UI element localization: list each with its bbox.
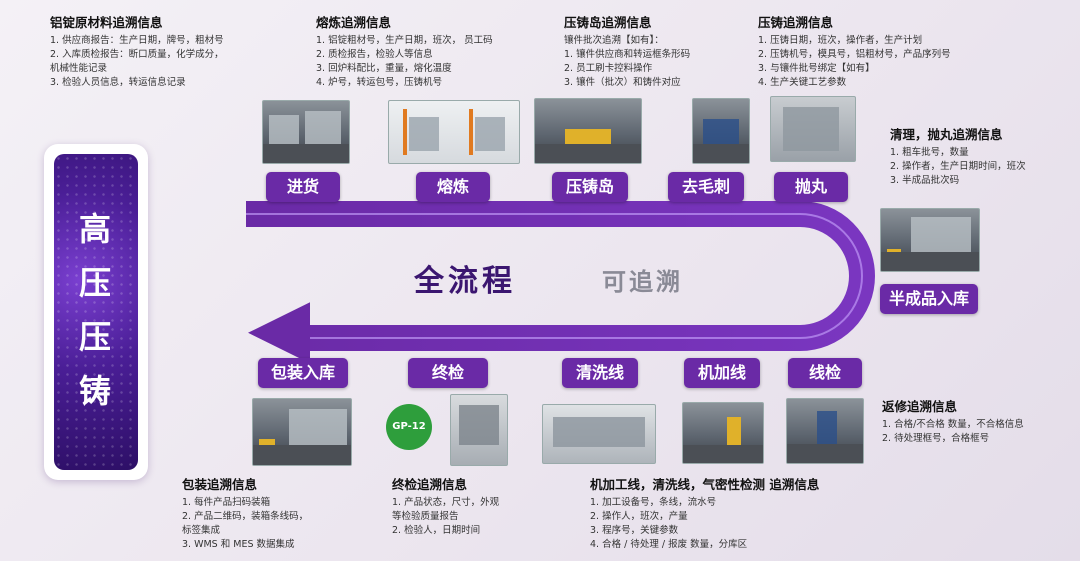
info-item: 镶件批次追溯【如有】：	[564, 35, 664, 46]
photo-incoming	[262, 100, 350, 164]
info-raw-material: 铝锭原材料追溯信息 1. 供应商报告：生产日期，牌号，粗材号 2. 入库质检报告…	[50, 12, 250, 90]
info-title: 清理，抛丸追溯信息	[890, 127, 1003, 142]
info-item: 2. 员工刷卡控料操作	[564, 63, 653, 74]
info-melting: 熔炼追溯信息 1. 铝锭粗材号，生产日期，班次， 员工码 2. 质检报告，检验人…	[316, 12, 526, 90]
info-item: 1. 每件产品扫码装箱	[182, 497, 271, 508]
info-item: 3. 半成品批次码	[890, 175, 960, 186]
photo-cleaning-line	[542, 404, 656, 464]
photo-deburring	[692, 98, 750, 164]
info-machining: 机加工线，清洗线，气密性检测 追溯信息 1. 加工设备号，条线，流水号 2. 操…	[590, 474, 850, 552]
flow-arrow-body	[246, 201, 875, 351]
info-title: 铝锭原材料追溯信息	[50, 15, 163, 30]
info-item: 2. 操作人，班次，产量	[590, 511, 688, 522]
info-item: 2. 待处理框号，合格框号	[882, 433, 990, 444]
info-item: 2. 压铸机号，模具号，铝粗材号，产品序列号	[758, 49, 951, 60]
info-item: 3. 程序号，关键参数	[590, 525, 679, 536]
stage-incoming: 进货	[266, 172, 340, 202]
info-item: 3. 与镶件批号绑定【如有】	[758, 63, 875, 74]
info-item: 1. 供应商报告：生产日期，牌号，粗材号	[50, 35, 224, 46]
banner-char: 高	[78, 210, 113, 248]
flow-arrow-glow	[246, 213, 863, 339]
banner-background: 高 压 压 铸	[54, 154, 138, 470]
stage-melting: 熔炼	[416, 172, 490, 202]
photo-final-inspection	[450, 394, 508, 466]
photo-packaging	[252, 398, 352, 466]
info-title: 压铸追溯信息	[758, 15, 834, 30]
info-shot-blast: 清理，抛丸追溯信息 1. 粗车批号，数量 2. 操作者，生产日期时间，班次 3.…	[890, 124, 1070, 188]
info-item: 1. 铝锭粗材号，生产日期，班次， 员工码	[316, 35, 493, 46]
stage-deburring: 去毛刺	[668, 172, 744, 202]
photo-casting-island	[534, 98, 642, 164]
info-title: 返修追溯信息	[882, 399, 958, 414]
banner-char: 压	[78, 318, 113, 356]
info-item: 1. 压铸日期，班次，操作者，生产计划	[758, 35, 923, 46]
photo-melting	[388, 100, 520, 164]
info-title: 机加工线，清洗线，气密性检测 追溯信息	[590, 477, 820, 492]
info-packaging: 包装追溯信息 1. 每件产品扫码装箱 2. 产品二维码，装箱条线码， 标签集成 …	[182, 474, 382, 552]
photo-line-inspection	[786, 398, 864, 464]
stage-line-inspection: 线检	[788, 358, 862, 388]
flow-arrow	[246, 201, 875, 360]
stage-packaging: 包装入库	[258, 358, 348, 388]
info-item: 4. 合格 / 待处理 / 报废 数量，分库区	[590, 539, 748, 550]
info-item: 1. 合格/不合格 数量，不合格信息	[882, 419, 1024, 430]
info-item: 2. 操作者，生产日期时间，班次	[890, 161, 1026, 172]
gp12-badge: GP-12	[386, 404, 432, 450]
info-item: 2. 质检报告，检验人等信息	[316, 49, 433, 60]
info-item: 3. 回炉料配比，重量，熔化温度	[316, 63, 452, 74]
banner-char: 压	[78, 264, 113, 302]
flow-sub-label: 可追溯	[602, 268, 683, 296]
info-item: 3. 检验人员信息，转运信息记录	[50, 77, 186, 88]
stage-shot-blast: 抛丸	[774, 172, 848, 202]
info-item: 1. 镶件供应商和转运框条形码	[564, 49, 691, 60]
stage-machining-line: 机加线	[684, 358, 760, 388]
info-item: 1. 加工设备号，条线，流水号	[590, 497, 717, 508]
banner-char: 铸	[78, 372, 113, 410]
flow-arrow-head	[248, 302, 310, 360]
info-title: 压铸岛追溯信息	[564, 15, 652, 30]
info-casting-island: 压铸岛追溯信息 镶件批次追溯【如有】： 1. 镶件供应商和转运框条形码 2. 员…	[564, 12, 744, 90]
photo-machining-line	[682, 402, 764, 464]
info-item: 4. 炉号，转运包号，压铸机号	[316, 77, 443, 88]
info-title: 终检追溯信息	[392, 477, 468, 492]
info-item: 2. 产品二维码，装箱条线码， 标签集成	[182, 511, 309, 536]
stage-semi-finished-storage: 半成品入库	[880, 284, 978, 314]
stage-casting-island: 压铸岛	[552, 172, 628, 202]
info-item: 3. 镶件（批次）和铸件对应	[564, 77, 681, 88]
flow-main-label: 全流程	[414, 264, 516, 299]
info-item: 2. 入库质检报告：断口质量，化学成分， 机械性能记录	[50, 49, 224, 74]
stage-cleaning-line: 清洗线	[562, 358, 638, 388]
info-item: 3. WMS 和 MES 数据集成	[182, 539, 295, 550]
banner-title: 高 压 压 铸	[54, 202, 138, 418]
info-item: 1. 产品状态，尺寸，外观 等检验质量报告	[392, 497, 500, 522]
info-rework: 返修追溯信息 1. 合格/不合格 数量，不合格信息 2. 待处理框号，合格框号	[882, 396, 1072, 446]
info-item: 2. 检验人，日期时间	[392, 525, 481, 536]
info-item: 4. 生产关键工艺参数	[758, 77, 847, 88]
info-title: 包装追溯信息	[182, 477, 258, 492]
title-banner: 高 压 压 铸	[44, 144, 148, 480]
stage-final-inspection: 终检	[408, 358, 488, 388]
info-item: 1. 粗车批号，数量	[890, 147, 969, 158]
info-title: 熔炼追溯信息	[316, 15, 392, 30]
info-final-inspection: 终检追溯信息 1. 产品状态，尺寸，外观 等检验质量报告 2. 检验人，日期时间	[392, 474, 562, 538]
photo-shot-blast	[770, 96, 856, 162]
photo-semi-finished	[880, 208, 980, 272]
info-die-casting: 压铸追溯信息 1. 压铸日期，班次，操作者，生产计划 2. 压铸机号，模具号，铝…	[758, 12, 998, 90]
